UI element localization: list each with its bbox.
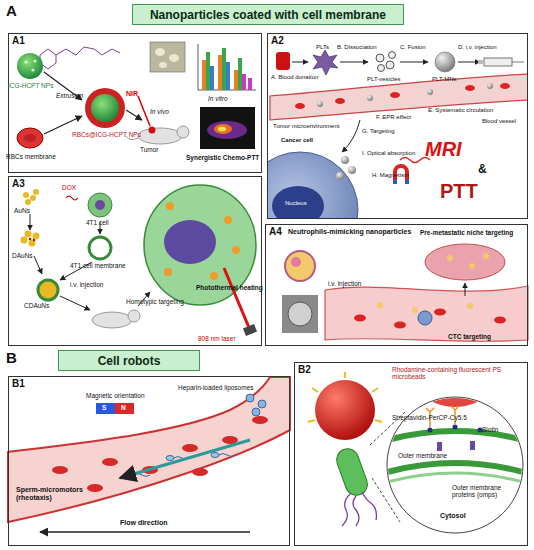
annotation-text: Streptavidin-PerCP-Cy5.5 (392, 414, 467, 421)
annotation-text: B. Dissociation (337, 44, 377, 51)
annotation-text: Blood vessel (482, 118, 516, 125)
b1-illustration (8, 377, 290, 532)
a1-illustration (17, 42, 256, 149)
annotation-text: G. Targeting (362, 128, 395, 135)
annotation-text: E. Systematic circulation (428, 107, 493, 114)
callout-letter: MRI (425, 138, 462, 160)
section-header: Nanoparticles coated with cell membrane (132, 4, 404, 25)
a2-illustration (268, 74, 527, 218)
annotation-text: & (478, 163, 487, 176)
annotation-text: PLT-MNs (432, 76, 457, 83)
annotation-text: Homotypic targeting (126, 298, 184, 305)
section-title: Cell robots (98, 354, 161, 368)
annotation-text: Neutrophils-mimicking nanoparticles (288, 228, 411, 236)
annotation-text: Sperm-micromotors (rheotaxis) (16, 486, 108, 501)
annotation-text: F. EPR effect (376, 114, 411, 121)
annotation-text: 808 nm laser (198, 335, 236, 342)
panel-box: A1 (8, 33, 262, 173)
panel-label: A2 (271, 35, 284, 46)
annotation-text: NIR (126, 90, 138, 98)
annotation-text: DOX (62, 184, 76, 191)
panel-label: B1 (12, 378, 25, 389)
annotation-text: CDAuNs (24, 302, 49, 309)
annotation-text: Pre-metastatic niche targeting (420, 229, 513, 236)
panel-label: A1 (12, 35, 25, 46)
annotation-text: Cancer cell (281, 137, 313, 144)
annotation-text: i.v. injection (70, 281, 103, 288)
annotation-text: RBCs membrane (6, 153, 56, 160)
annotation-text: In vivo (150, 108, 169, 115)
annotation-text: AuNs (14, 207, 30, 214)
annotation-text: Tumor microenvironment (273, 123, 339, 130)
section-header: Cell robots (58, 350, 200, 371)
annotation-text: Flow direction (120, 519, 167, 527)
annotation-text: Cytosol (440, 512, 466, 520)
annotation-text: N (121, 404, 126, 411)
annotation-text: PLTs (316, 44, 329, 51)
panel-label: A3 (12, 178, 25, 189)
annotation-text: 4T1 cell membrane (70, 262, 126, 269)
a2-process-row (276, 50, 524, 75)
callout-letter: A (6, 3, 17, 20)
a4-illustration (282, 244, 528, 341)
callout-letter: B (6, 350, 17, 367)
a3-illustration (21, 185, 258, 336)
panel-label: B2 (298, 364, 311, 375)
annotation-text: Photothermal heating (196, 284, 263, 291)
annotation-text: Synergistic Chemo-PTT (186, 154, 259, 161)
b2-illustration (308, 303, 530, 533)
annotation-text: Nucleus (285, 200, 307, 207)
panel-box: A3 (8, 176, 262, 346)
annotation-text: Outer membrane (398, 452, 447, 459)
annotation-text: CTC targeting (448, 333, 491, 340)
annotation-text: RBCs@ICG-HCPT NPs (72, 131, 141, 138)
annotation-text: D. i.v. injection (458, 44, 497, 51)
annotation-text: Heparin-loaded liposomes (178, 384, 254, 391)
annotation-text: I. Optical absorption (362, 150, 415, 157)
annotation-text: A. Blood donation (271, 74, 318, 81)
callout-letter: PTT (440, 180, 478, 202)
panel-box: A4 (265, 224, 528, 346)
annotation-text: In vitro (208, 95, 228, 102)
annotation-text: ICG-HCPT NPs (8, 82, 53, 89)
annotation-text: Outer membrane proteins (omps) (452, 484, 516, 498)
annotation-text: PLT-vesicles (367, 76, 401, 83)
annotation-text: H. Magnetism (372, 172, 409, 179)
annotation-text: i.v. injection (328, 280, 361, 287)
annotation-text: Tumor (140, 146, 159, 153)
annotation-text: Magnetic orientation (86, 392, 145, 399)
annotation-text: S (102, 404, 106, 411)
annotation-text: Extrusion (56, 92, 83, 99)
annotation-text: Rhodamine-containing fluorescent PS micr… (392, 366, 524, 380)
annotation-text: C. Fusion (400, 44, 426, 51)
panel-label: A4 (269, 226, 282, 237)
annotation-text: Biotin (482, 426, 498, 433)
annotation-text: 4T1 cell (86, 219, 109, 226)
annotation-text: DAuNs (12, 252, 33, 259)
section-title: Nanoparticles coated with cell membrane (150, 8, 386, 22)
